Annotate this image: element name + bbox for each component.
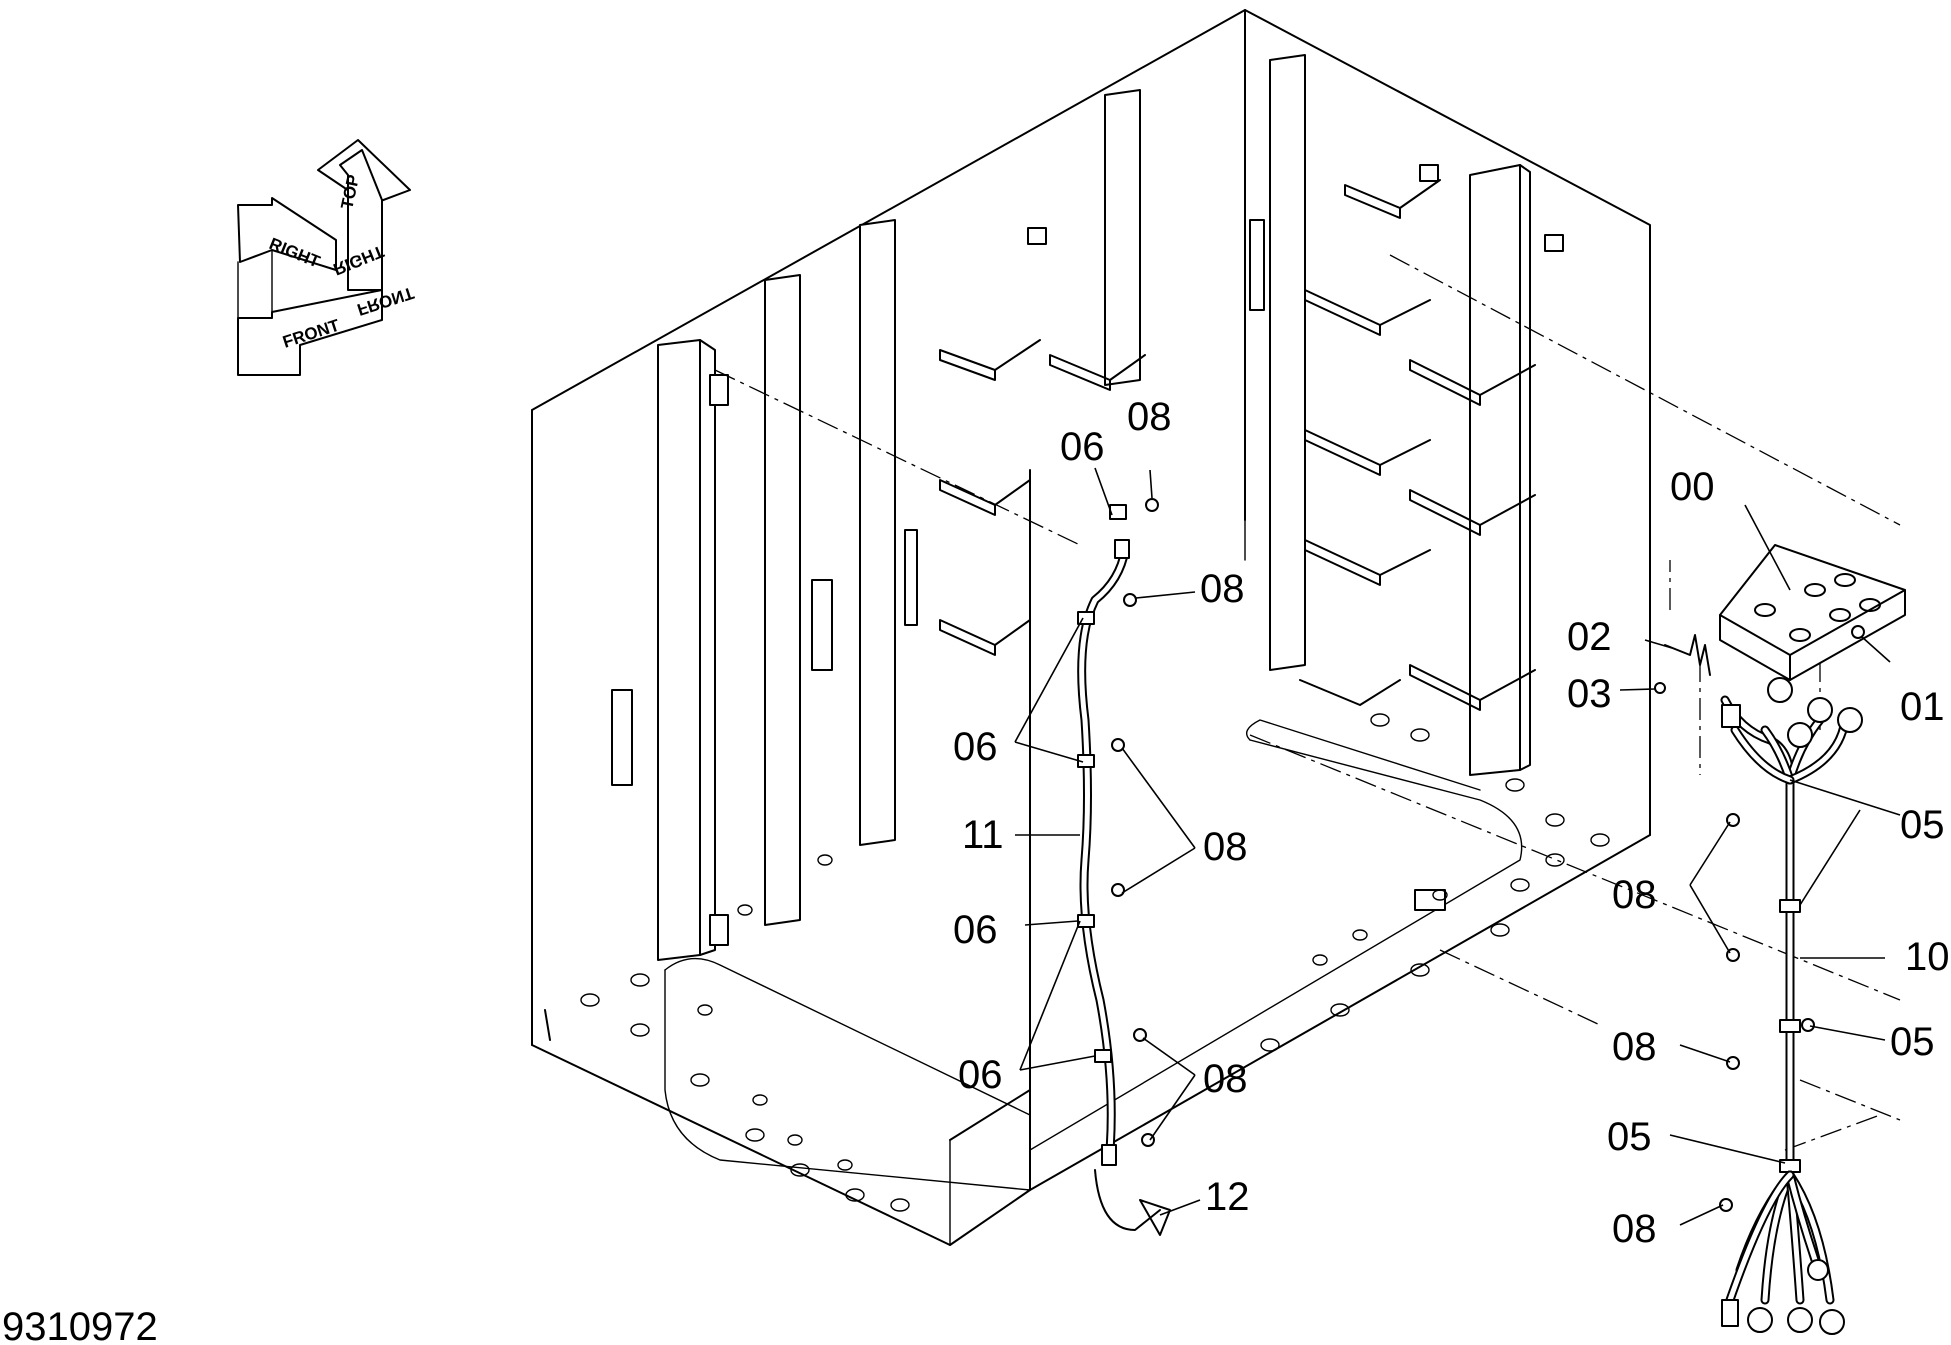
leader-lines bbox=[1014, 467, 1901, 1226]
callout-08-e: 08 bbox=[1612, 873, 1657, 917]
part-02-bracket bbox=[1664, 634, 1711, 676]
wall-brackets bbox=[611, 164, 1564, 946]
callout-06-c: 06 bbox=[953, 908, 998, 952]
callout-10: 10 bbox=[1905, 935, 1950, 979]
floor-holes bbox=[580, 713, 1610, 1212]
callout-06-a: 06 bbox=[1060, 425, 1105, 469]
orientation-arrows-icon: TOP RIGHT RIGHT FRONT FRONT bbox=[237, 139, 417, 376]
callout-00: 00 bbox=[1670, 465, 1715, 509]
callout-01: 01 bbox=[1900, 685, 1945, 729]
part-03-screw bbox=[1654, 682, 1666, 694]
callout-08-g: 08 bbox=[1612, 1207, 1657, 1251]
callout-08-c: 08 bbox=[1203, 825, 1248, 869]
callout-05-c: 05 bbox=[1607, 1115, 1652, 1159]
callout-06-b: 06 bbox=[953, 725, 998, 769]
callout-06-d: 06 bbox=[958, 1053, 1003, 1097]
callout-03: 03 bbox=[1567, 672, 1612, 716]
callout-08-d: 08 bbox=[1203, 1057, 1248, 1101]
figure-id: 9310972 bbox=[2, 1305, 158, 1345]
harness-11 bbox=[1077, 498, 1171, 1236]
side-panels bbox=[657, 54, 1531, 961]
callout-12: 12 bbox=[1205, 1175, 1250, 1219]
callout-08-b: 08 bbox=[1200, 567, 1245, 611]
callout-08-f: 08 bbox=[1612, 1025, 1657, 1069]
harness-10 bbox=[1719, 677, 1863, 1335]
cabinet-frame bbox=[531, 9, 1651, 1246]
callout-11: 11 bbox=[962, 813, 1004, 857]
callout-05-a: 05 bbox=[1900, 803, 1945, 847]
callout-02: 02 bbox=[1567, 615, 1612, 659]
callout-05-b: 05 bbox=[1890, 1020, 1935, 1064]
part-00-plate bbox=[1719, 544, 1906, 681]
callouts: 00 01 02 03 05 05 05 06 06 06 06 08 08 0… bbox=[953, 395, 1950, 1251]
part-01-screw bbox=[1851, 625, 1865, 639]
callout-08-a: 08 bbox=[1127, 395, 1172, 439]
